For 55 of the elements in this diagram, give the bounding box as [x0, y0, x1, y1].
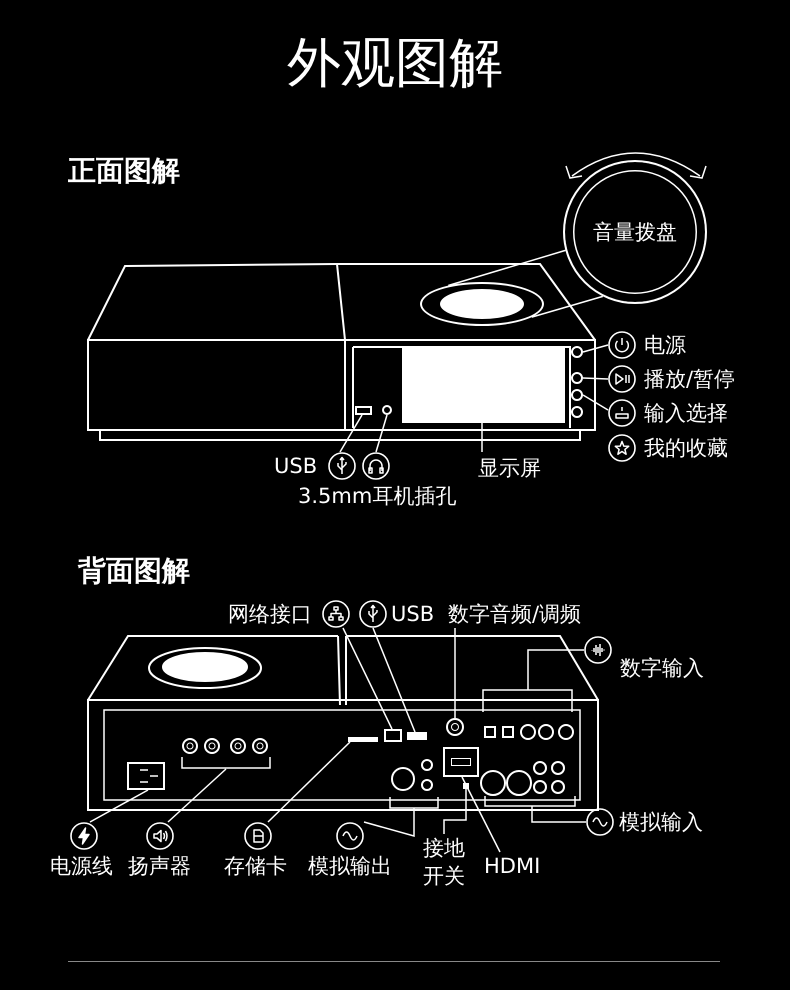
- button: [571, 389, 583, 401]
- leader-line: [582, 344, 608, 353]
- hdmi-port: [443, 747, 479, 777]
- callout-label: USB: [274, 453, 318, 480]
- dial-callout-circle: 音量拨盘: [563, 160, 707, 304]
- leader-line: [443, 789, 467, 834]
- leader-line: [582, 394, 608, 411]
- leader-line: [267, 741, 351, 823]
- callout-label: 播放/暂停: [644, 366, 736, 393]
- page-title: 外观图解: [286, 30, 504, 96]
- callout-label: 数字音频/调频: [448, 601, 582, 628]
- callout-label: 输入选择: [644, 400, 728, 427]
- leader-line: [168, 768, 226, 823]
- leader-line: [342, 628, 393, 730]
- leader-line: [481, 423, 483, 452]
- usb-port: [355, 406, 372, 415]
- callout-label: 我的收藏: [644, 435, 728, 462]
- callout-label: 扬声器: [128, 853, 191, 880]
- display-screen: [402, 347, 565, 423]
- leader-line: [531, 296, 604, 318]
- section-heading: 背面图解: [78, 553, 190, 589]
- callout-label: 显示屏: [478, 455, 541, 482]
- leader-line: [372, 628, 416, 732]
- leader-line: [531, 806, 586, 823]
- card-slot: [348, 737, 378, 742]
- callout-label: 模拟输出: [308, 853, 392, 880]
- toggle-switch: [463, 783, 469, 789]
- button: [571, 346, 583, 358]
- leader-line: [339, 414, 363, 452]
- dial-knob: [420, 282, 544, 326]
- callout-label: 3.5mm耳机插孔: [298, 483, 456, 510]
- callout-label: 电源线: [50, 853, 113, 880]
- leader-line: [582, 377, 608, 380]
- callout-label: HDMI: [484, 853, 540, 880]
- leader-line: [527, 649, 584, 690]
- button: [571, 372, 583, 384]
- callout-label: 存储卡: [224, 853, 287, 880]
- callout-label: USB: [391, 601, 434, 628]
- ethernet-port: [384, 729, 402, 742]
- usb-port: [407, 732, 427, 740]
- callout-label: 电源: [644, 332, 686, 359]
- leader-line: [90, 789, 148, 823]
- leader-line: [454, 628, 456, 718]
- coaxial-socket: [446, 718, 464, 736]
- callout-label: 数字输入: [620, 655, 704, 682]
- section-heading: 正面图解: [68, 153, 180, 189]
- callout-label: 模拟输入: [619, 809, 703, 836]
- leader-line: [448, 250, 566, 286]
- button: [571, 406, 583, 418]
- callout-label: 接地开关: [423, 835, 466, 890]
- power-socket: [127, 762, 165, 790]
- callout-label: 网络接口: [228, 601, 312, 628]
- leader-line: [461, 776, 501, 852]
- headphone-jack: [382, 405, 392, 415]
- leader-line: [375, 414, 388, 452]
